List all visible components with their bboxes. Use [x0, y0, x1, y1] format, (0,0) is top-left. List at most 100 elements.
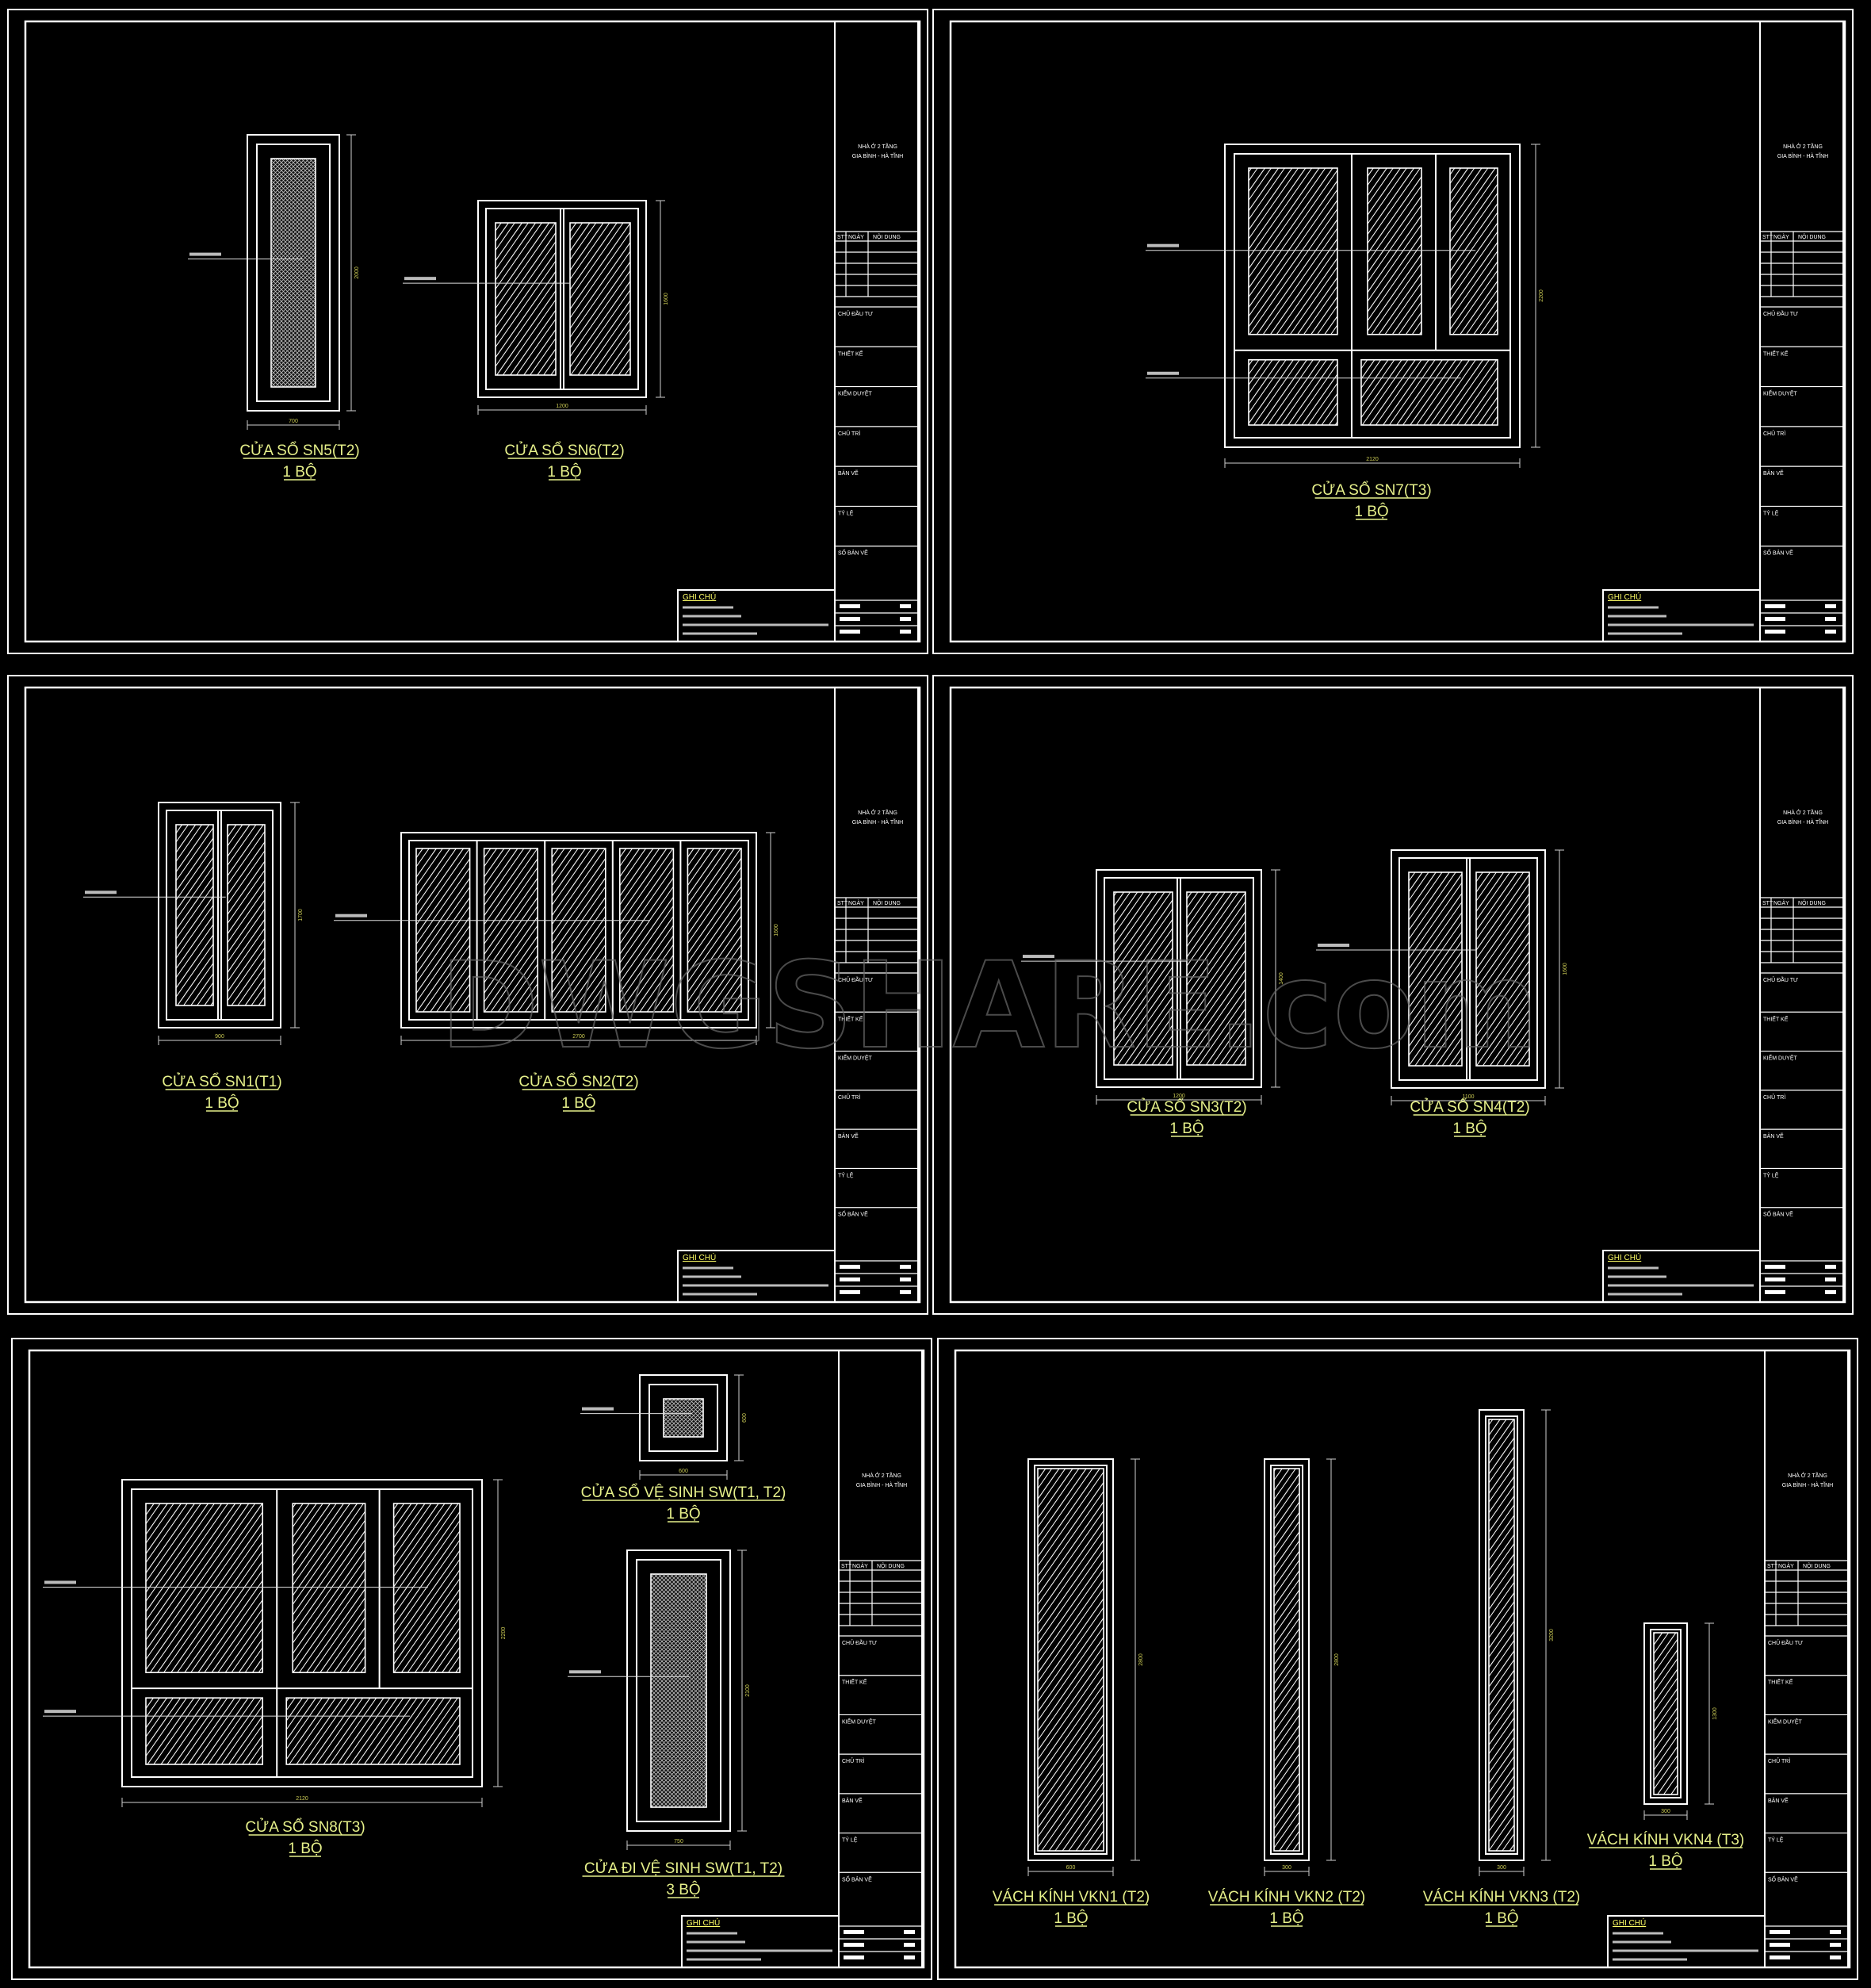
window-count-label: 1 BỘ — [666, 1505, 700, 1523]
dimension-label: 300 — [1282, 1865, 1291, 1871]
window-name-label: CỬA SỔ SN3(T2) — [1127, 1098, 1246, 1116]
notes-box — [1602, 1250, 1761, 1303]
title-block-row-label: BẢN VẼ — [838, 469, 859, 477]
title-block-row-label: TỶ LỆ — [1763, 509, 1779, 516]
window-outer-frame — [1391, 849, 1546, 1089]
dimension-label: 750 — [674, 1839, 683, 1844]
leader-note — [44, 1580, 76, 1584]
window-inner-frame — [166, 810, 274, 1021]
title-block-project: NHÀ Ở 2 TẦNG — [1788, 1471, 1827, 1479]
window-outer-frame — [639, 1374, 728, 1461]
title-block-rev-header: NỘI DUNG — [1798, 233, 1826, 240]
glass-panel — [1449, 167, 1498, 335]
leader-note — [1023, 955, 1054, 959]
title-block-project: NHÀ Ở 2 TẦNG — [862, 1471, 901, 1479]
title-block-row-label: THIẾT KẾ — [1763, 349, 1789, 357]
dimension-label: 1600 — [774, 924, 779, 937]
notes-title: GHI CHÚ — [683, 592, 716, 602]
dimension-label: 600 — [679, 1469, 688, 1474]
title-block-rev-header: STT — [837, 235, 848, 240]
window-outer-frame — [158, 802, 281, 1028]
title-block-row-label: SỐ BẢN VẼ — [838, 1210, 868, 1218]
window-name-label: VÁCH KÍNH VKN3 (T2) — [1423, 1889, 1580, 1906]
glass-panel — [495, 222, 557, 376]
mesh-panel — [650, 1573, 707, 1808]
title-block-row-label: KIỂM DUYỆT — [838, 1055, 873, 1062]
sheet-border — [932, 9, 1854, 654]
title-block-row-label: SỐ BẢN VẼ — [842, 1875, 872, 1883]
leader-note — [582, 1407, 614, 1411]
title-block-location: GIA BÌNH - HÀ TĨNH — [1777, 152, 1828, 159]
window-name-label: CỬA SỔ SN2(T2) — [518, 1073, 638, 1090]
dimension-label: 3200 — [1549, 1629, 1555, 1641]
title-block-location: GIA BÌNH - HÀ TĨNH — [852, 152, 903, 159]
window-name-label: CỬA SỔ SN6(T2) — [504, 442, 624, 459]
notes-title: GHI CHÚ — [1608, 592, 1641, 602]
title-block-frame — [1759, 687, 1844, 1303]
window-name-label: VÁCH KÍNH VKN2 (T2) — [1208, 1889, 1365, 1906]
dimension-label: 1300 — [1712, 1707, 1718, 1720]
window-name-label: CỬA SỔ SN1(T1) — [162, 1073, 281, 1090]
dimension-label: 1200 — [1173, 1094, 1185, 1099]
window-inner-frame — [1398, 857, 1538, 1081]
title-block-mark — [844, 1955, 864, 1959]
window-inner-frame — [1270, 1465, 1303, 1855]
title-block-frame — [834, 21, 919, 642]
sheet-drawing-area — [24, 20, 921, 643]
glass-panel — [1488, 1419, 1515, 1852]
window-name-label: VÁCH KÍNH VKN1 (T2) — [993, 1889, 1150, 1906]
title-block-row-label: SỐ BẢN VẼ — [1763, 549, 1793, 557]
title-block-row-label: BẢN VẼ — [1768, 1797, 1789, 1804]
leader-note — [1147, 371, 1179, 375]
window-name-label: CỬA SỔ SN4(T2) — [1410, 1098, 1529, 1116]
dimension-label: 1200 — [556, 404, 568, 409]
dimension-label: 1400 — [1279, 972, 1284, 985]
dimension-label: 600 — [1066, 1865, 1076, 1871]
mesh-panel — [270, 158, 316, 388]
dimension-label: 2100 — [745, 1684, 751, 1697]
title-block-project: NHÀ Ở 2 TẦNG — [1783, 808, 1823, 816]
title-block-row-label: SỐ BẢN VẼ — [1768, 1875, 1798, 1883]
title-block-project: NHÀ Ở 2 TẦNG — [858, 142, 897, 150]
window-inner-frame — [131, 1488, 473, 1778]
window-inner-frame — [256, 144, 331, 402]
dimension-label: 300 — [1661, 1809, 1670, 1814]
sheet-drawing-area — [949, 20, 1846, 643]
title-block-location: GIA BÌNH - HÀ TĨNH — [856, 1481, 907, 1488]
glass-panel — [1113, 891, 1173, 1066]
glass-panel — [483, 848, 538, 1013]
title-block-rev-header: NỘI DUNG — [873, 899, 901, 906]
glass-panel — [145, 1503, 264, 1673]
notes-box — [1602, 589, 1761, 642]
window-name-label: VÁCH KÍNH VKN4 (T3) — [1587, 1832, 1744, 1848]
window-outer-frame — [1479, 1409, 1525, 1861]
dimension-label: 700 — [289, 419, 298, 424]
title-block-row-label: CHỦ ĐẦU TƯ — [1768, 1638, 1803, 1646]
title-block-row-label: TỶ LỆ — [1763, 1171, 1779, 1178]
title-block-row-label: BẢN VẼ — [842, 1797, 863, 1804]
glass-panel — [1653, 1632, 1678, 1795]
window-count-label: 1 BỘ — [1484, 1909, 1518, 1927]
title-block-location: GIA BÌNH - HÀ TĨNH — [1782, 1481, 1833, 1488]
window-count-label: 1 BỘ — [1354, 503, 1388, 520]
glass-panel — [392, 1503, 461, 1673]
glass-panel — [1248, 358, 1338, 426]
title-block-row-label: CHỦ TRÌ — [838, 1094, 860, 1101]
dimension-label: 900 — [215, 1034, 224, 1040]
dimension-label: 1600 — [1563, 963, 1568, 975]
window-count-label: 1 BỘ — [282, 463, 316, 481]
dimension-label: 2120 — [296, 1796, 308, 1802]
title-block-mark — [840, 617, 860, 621]
sheet-drawing-area — [28, 1349, 925, 1969]
leader-note — [85, 891, 117, 894]
title-block-mark — [904, 1930, 915, 1934]
sheet-border — [11, 1338, 932, 1980]
title-block-mark — [1825, 604, 1836, 608]
title-block-mark — [1770, 1955, 1790, 1959]
title-block-row-label: CHỦ TRÌ — [838, 430, 860, 437]
window-inner-frame — [1104, 877, 1254, 1080]
